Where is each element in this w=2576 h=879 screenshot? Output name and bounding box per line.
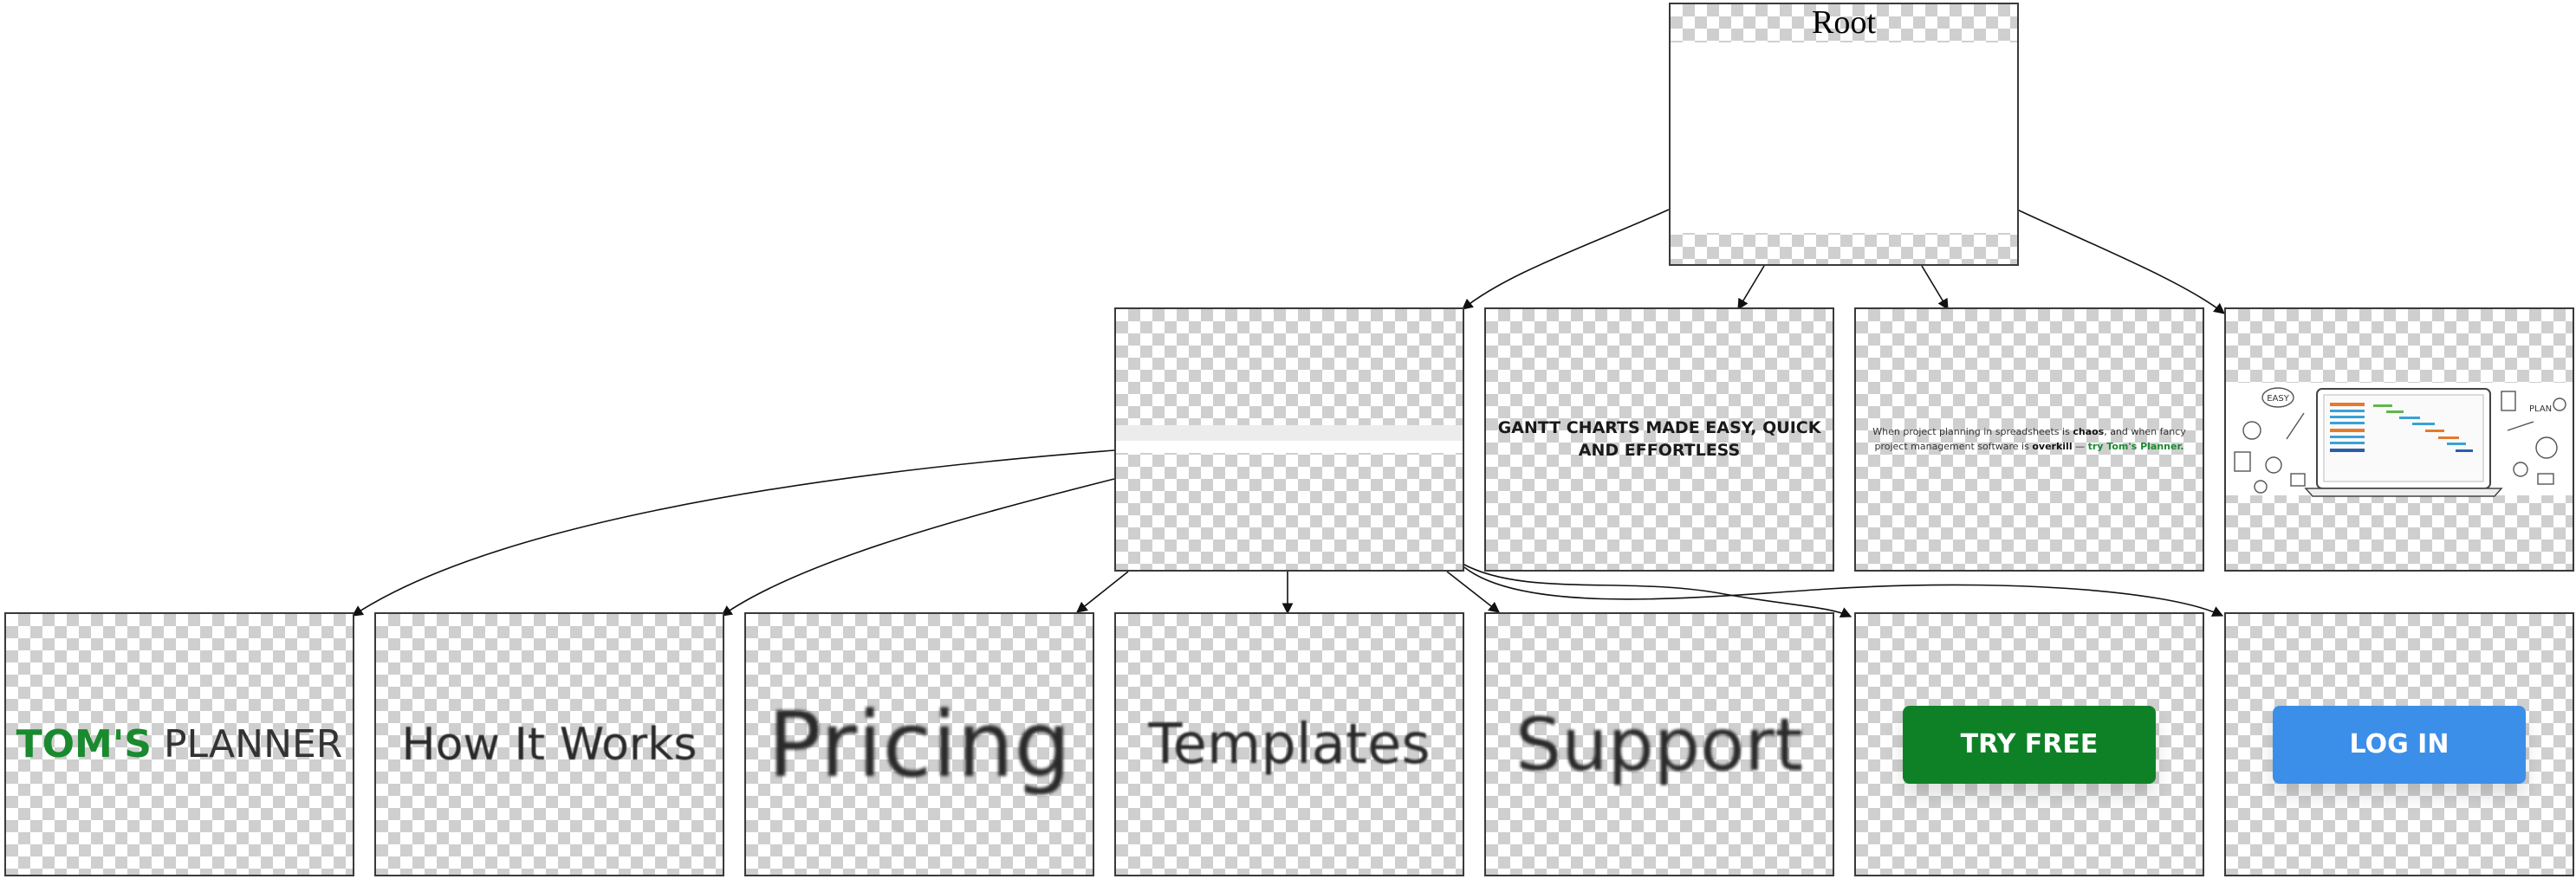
easy-bubble-text: EASY (2267, 394, 2290, 404)
lightbulb-icon (2242, 421, 2261, 440)
node-templates: Templates (1114, 612, 1464, 876)
subline-part2: , and when fancy project management soft… (1874, 426, 2186, 452)
logo-planner: PLANNER (164, 722, 343, 766)
toms-planner-logo[interactable]: TOM'S PLANNER (16, 722, 343, 766)
node-pricing: Pricing (744, 612, 1094, 876)
gear-icon (2265, 456, 2282, 474)
nav-pricing[interactable]: Pricing (767, 691, 1072, 798)
calendar-icon (2290, 473, 2306, 487)
edge-nav-to-pricing (1075, 571, 1129, 613)
edge-nav-to-support (1446, 571, 1501, 613)
document-icon (2234, 451, 2251, 472)
edge-root-to-nav-container (1462, 209, 1670, 310)
subline-chaos: chaos (2073, 426, 2105, 437)
easy-bubble-icon (2261, 387, 2294, 408)
gear-icon-right (2535, 436, 2558, 459)
hero-illustration: EASY (2226, 383, 2573, 497)
pencil-icon (2286, 412, 2305, 440)
globe-icon (2553, 397, 2566, 411)
nav-band-light (1116, 425, 1463, 441)
target-icon (2513, 462, 2528, 477)
logo-toms: TOM'S (16, 722, 152, 766)
node-support: Support (1484, 612, 1834, 876)
clock-icon (2254, 480, 2268, 494)
hero-subline: When project planning in spreadsheets is… (1856, 425, 2203, 454)
node-illustration: EASY (2224, 307, 2574, 572)
edge-root-to-headline (1737, 265, 1765, 311)
nav-support[interactable]: Support (1515, 701, 1804, 787)
edge-nav-to-try-free (1462, 563, 1853, 617)
edge-nav-to-log-in (1463, 566, 2224, 617)
try-free-button[interactable]: TRY FREE (1903, 705, 2156, 784)
edge-nav-to-how-it-works (720, 478, 1115, 617)
node-try-free: TRY FREE (1854, 612, 2204, 876)
node-how-it-works: How It Works (374, 612, 724, 876)
node-logo: TOM'S PLANNER (4, 612, 354, 876)
root-label: Root (1812, 4, 1876, 41)
edge-root-to-illustration (2016, 209, 2226, 314)
root-preview-band (1671, 42, 2017, 233)
node-nav-container (1114, 307, 1464, 572)
node-subline: When project planning in spreadsheets is… (1854, 307, 2204, 572)
clipboard-icon (2501, 391, 2516, 411)
node-root: Root (1669, 3, 2019, 266)
nav-band-white (1116, 441, 1463, 453)
node-log-in: LOG IN (2224, 612, 2574, 876)
subline-overkill: overkill (2032, 440, 2073, 452)
edge-nav-to-logo (351, 449, 1115, 617)
edge-root-to-subline (1921, 265, 1949, 311)
nav-templates[interactable]: Templates (1148, 712, 1431, 777)
log-in-button[interactable]: LOG IN (2273, 705, 2526, 784)
subline-cta-link[interactable]: try Tom's Planner. (2087, 440, 2184, 452)
subline-part1: When project planning in spreadsheets is (1872, 426, 2073, 437)
hero-headline: GANTT CHARTS MADE EASY, QUICK AND EFFORT… (1497, 417, 1821, 460)
node-headline: GANTT CHARTS MADE EASY, QUICK AND EFFORT… (1484, 307, 1834, 572)
subline-part3: — (2072, 440, 2088, 452)
plan-doodle-text: PLAN (2529, 404, 2552, 414)
nav-how-it-works[interactable]: How It Works (401, 718, 698, 771)
arrow-doodle-icon (2507, 421, 2534, 431)
laptop-icon (2304, 388, 2503, 497)
folder-icon (2537, 473, 2554, 485)
